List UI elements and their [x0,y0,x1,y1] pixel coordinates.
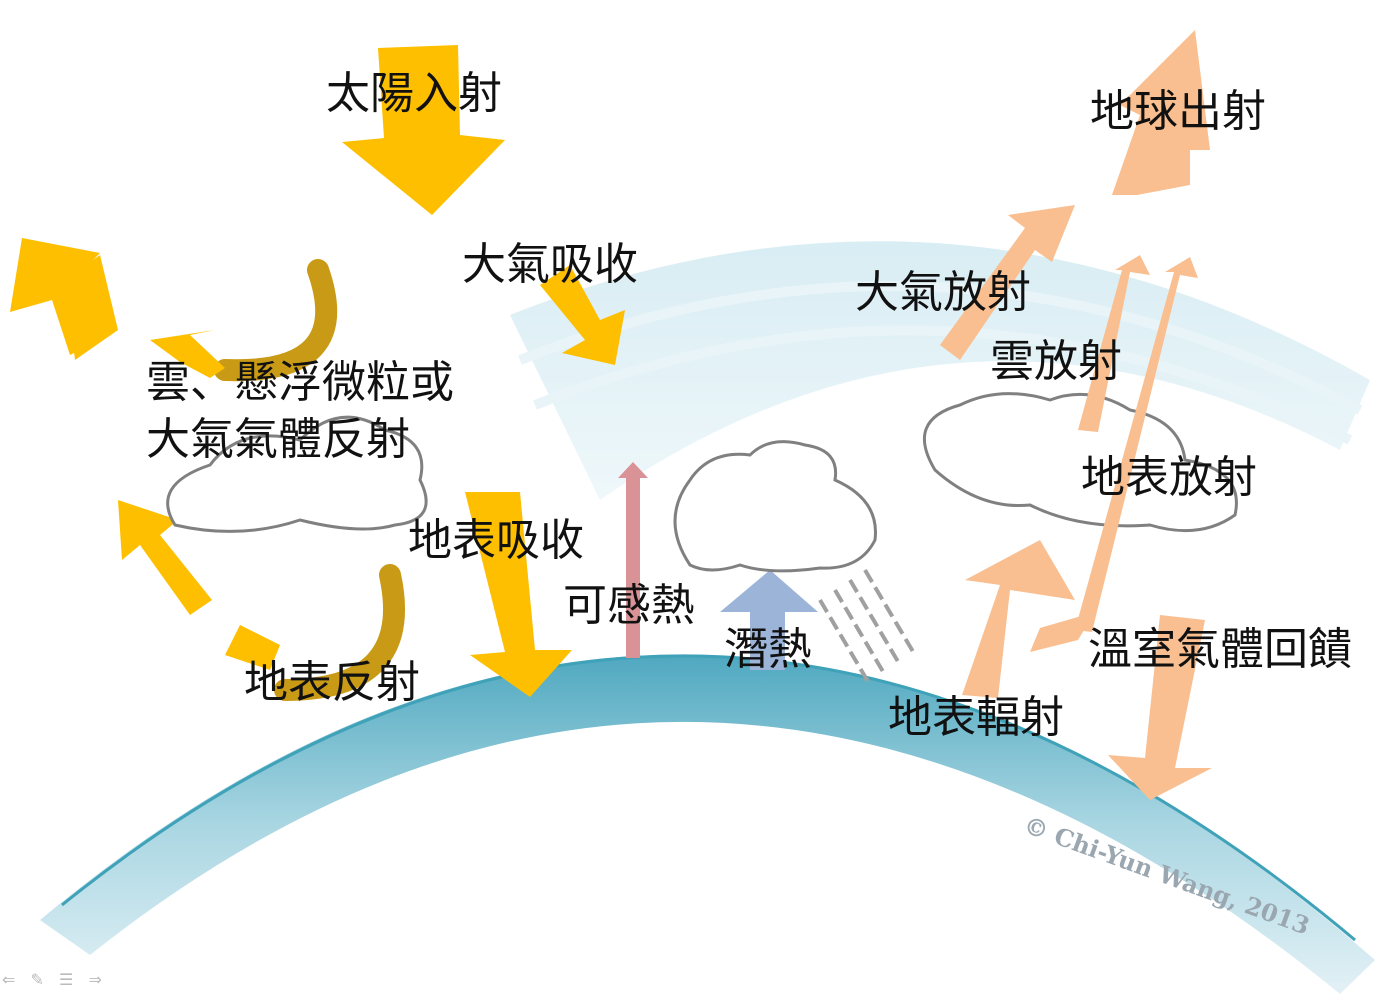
label-solar-incoming: 太陽入射 [326,68,502,119]
earth-surface [40,654,1375,994]
label-surface-radiation: 地表輻射 [888,692,1064,743]
label-surface-emission: 地表放射 [1081,452,1257,503]
label-earth-outgoing: 地球出射 [1090,86,1266,137]
latent-heat-arrow [720,570,818,612]
label-surface-absorption: 地表吸收 [408,515,584,566]
surface-radiation-connector [1030,612,1095,652]
forward-arrow-icon[interactable]: ⇒ [88,970,102,989]
label-surface-reflection: 地表反射 [244,657,420,708]
cloud-middle [673,440,877,573]
cloud-emission-arrow [1078,255,1150,432]
label-greenhouse-feedback: 溫室氣體回饋 [1088,624,1352,675]
atmosphere-absorption-arrow [540,265,625,365]
atmosphere-layer [510,241,1370,500]
surface-radiation-arrow [962,540,1075,698]
surface-reflection-curve [274,564,405,701]
label-cloud-aerosol-reflection-1: 雲、懸浮微粒或 [146,357,454,408]
cloud-reflection-curve [214,259,338,382]
earth-outgoing-arrow [1112,30,1210,195]
latent-heat-arrow-body [750,610,785,670]
sensible-heat-arrow [618,462,648,658]
slide-controls: ⇐ ✎ ☰ ⇒ [2,970,112,989]
solar-incoming-arrow [342,45,505,215]
label-cloud-aerosol-reflection-2: 大氣氣體反射 [146,414,410,465]
greenhouse-feedback-arrow [1108,615,1212,800]
cloud-left [166,415,428,533]
pen-icon[interactable]: ✎ [30,970,44,989]
label-latent-heat: 潛熱 [724,624,812,675]
menu-icon[interactable]: ☰ [59,970,74,989]
label-atmosphere-emission: 大氣放射 [855,267,1031,318]
label-sensible-heat: 可感熱 [563,580,695,631]
atmosphere-emission-arrow [940,205,1075,360]
back-arrow-icon[interactable]: ⇐ [2,970,16,989]
rain-lines [818,568,917,687]
surface-emission-arrow [1075,257,1198,632]
label-atmosphere-absorption: 大氣吸收 [462,239,638,290]
cloud-reflection-curve-head [150,330,225,378]
reflected-solar-arrow-body [65,255,118,360]
label-cloud-emission: 雲放射 [990,336,1122,387]
surface-absorption-arrow [465,492,572,697]
surface-reflection-curve-head [225,625,280,670]
surface-reflection-up-arrow [118,500,212,615]
cloud-right [922,392,1238,533]
